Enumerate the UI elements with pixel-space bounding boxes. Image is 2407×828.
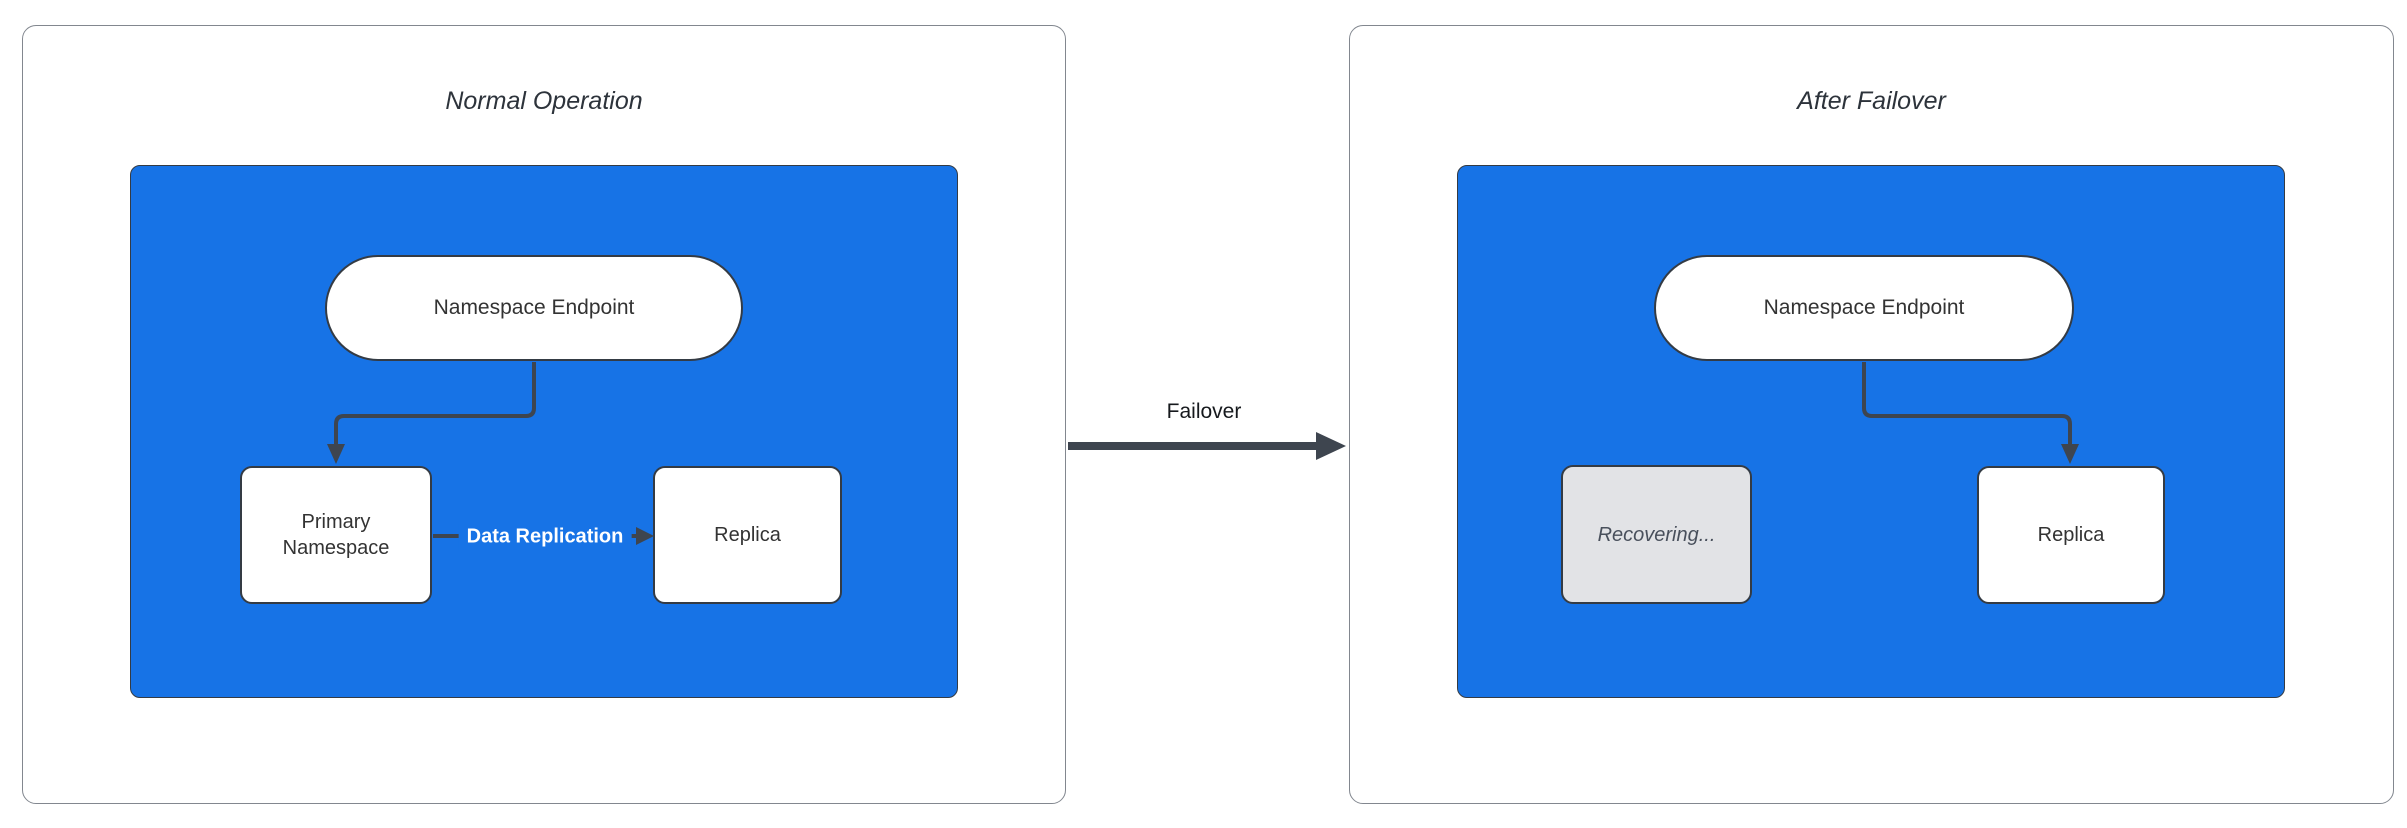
node-label: Replica	[2037, 524, 2105, 546]
node-label: Recovering...	[1597, 523, 1716, 546]
node-replica-failover: Replica	[1977, 466, 2165, 604]
edge-label-failover: Failover	[1166, 400, 1242, 423]
node-namespace-endpoint-failover: Namespace Endpoint	[1654, 255, 2074, 361]
panel-title-after-failover: After Failover	[1797, 87, 1946, 115]
node-label: Primary Namespace	[282, 511, 390, 559]
node-namespace-endpoint-normal: Namespace Endpoint	[325, 255, 743, 361]
panel-title-normal-operation: Normal Operation	[445, 87, 643, 115]
node-label: Namespace Endpoint	[1763, 296, 1965, 320]
cluster-normal-operation	[130, 165, 958, 698]
node-replica-normal: Replica	[653, 466, 842, 604]
edge-label-data-replication: Data Replication	[458, 523, 632, 551]
node-primary-namespace: Primary Namespace	[240, 466, 432, 604]
arrowhead-right-icon	[1316, 432, 1346, 460]
cluster-after-failover	[1457, 165, 2285, 698]
node-label: Namespace Endpoint	[433, 296, 635, 320]
edge-failover	[1068, 432, 1346, 460]
node-label: Replica	[714, 524, 781, 546]
node-recovering: Recovering...	[1561, 465, 1752, 604]
